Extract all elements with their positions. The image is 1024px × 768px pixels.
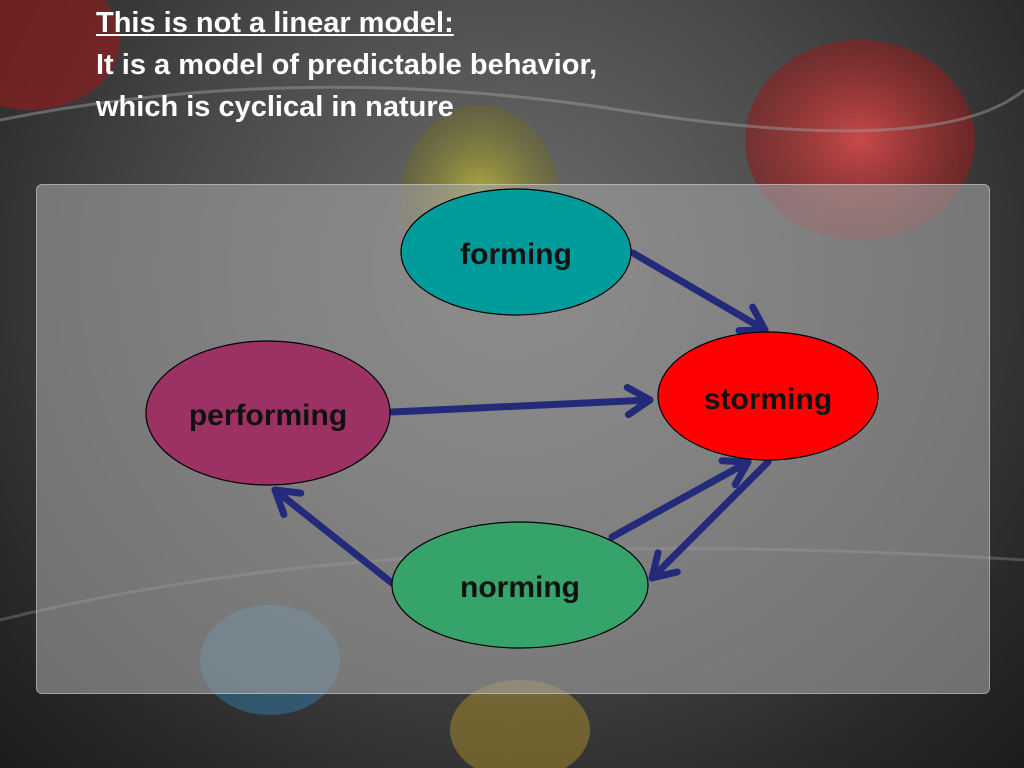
arrow-shaft [388, 396, 654, 416]
performing-ellipse [145, 340, 391, 486]
node-forming: forming [400, 188, 632, 316]
arrow-head [648, 549, 681, 582]
slide-title: This is not a linear model: It is a mode… [96, 2, 616, 128]
arrow-head [623, 383, 654, 419]
arrow-head [271, 486, 305, 518]
node-norming: norming [391, 521, 649, 649]
title-body: It is a model of predictable behavior, w… [96, 49, 598, 123]
storming-ellipse [657, 331, 879, 461]
node-performing: performing [145, 340, 391, 486]
norming-label: norming [460, 571, 580, 604]
arrow-shaft [648, 458, 772, 582]
arrow-norming-performing [271, 486, 396, 587]
arrow-performing-storming [388, 383, 654, 419]
arrow-shaft [608, 458, 752, 541]
forming-ellipse [400, 188, 632, 316]
node-storming: storming [657, 331, 879, 461]
arrow-norming-storming [608, 457, 752, 541]
norming-ellipse [391, 521, 649, 649]
arrow-shaft [271, 486, 396, 587]
forming-label: forming [460, 238, 572, 271]
arrow-head [718, 457, 752, 489]
title-underlined: This is not a linear model: [96, 7, 454, 39]
arrow-forming-storming [629, 249, 769, 335]
arrow-shaft [629, 249, 769, 334]
arrow-storming-norming [648, 458, 772, 582]
performing-label: performing [189, 399, 347, 432]
arrows-group [271, 249, 772, 587]
arrow-head [735, 303, 769, 335]
storming-label: storming [704, 383, 832, 416]
